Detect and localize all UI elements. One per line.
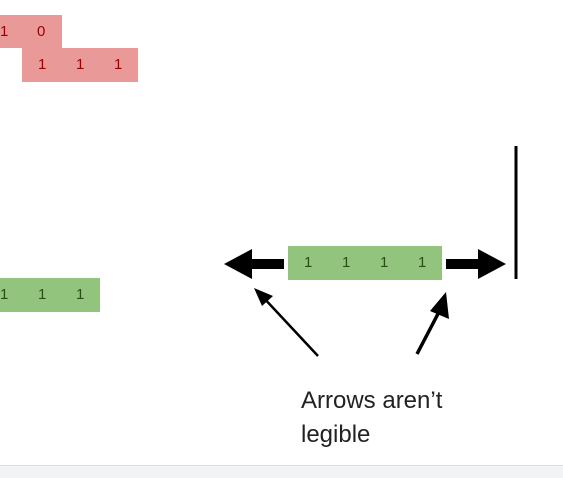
red-cell-strip-top: 1 0 [0, 15, 62, 48]
bit-cell: 1 [114, 56, 123, 73]
pointer-arrow-left-icon [254, 288, 319, 357]
green-cell-strip-left: 1 1 1 [0, 278, 100, 312]
bit-cell: 1 [38, 286, 47, 303]
bit-cell: 1 [380, 254, 389, 271]
bit-cell: 1 [0, 23, 9, 40]
bit-cell: 1 [418, 254, 427, 271]
bit-cell: 1 [76, 286, 85, 303]
bit-cell: 1 [304, 254, 313, 271]
bit-cell: 1 [342, 254, 351, 271]
red-cell-strip-bottom: 1 1 1 [22, 48, 138, 82]
left-thick-arrow-icon [224, 249, 284, 279]
green-cell-strip-middle: 1 1 1 1 [288, 246, 442, 280]
annotation-note: Arrows aren’t legible [301, 384, 521, 452]
bit-cell: 0 [37, 23, 46, 40]
bit-cell: 1 [76, 56, 85, 73]
bit-cell: 1 [0, 286, 9, 303]
bit-cell: 1 [38, 56, 47, 73]
annotation-line-2: legible [301, 421, 371, 448]
right-thick-arrow-icon [446, 249, 506, 279]
pointer-arrow-right-icon [415, 292, 449, 355]
annotation-line-1: Arrows aren’t [301, 387, 443, 414]
bottom-scroll-bar[interactable] [0, 465, 563, 478]
